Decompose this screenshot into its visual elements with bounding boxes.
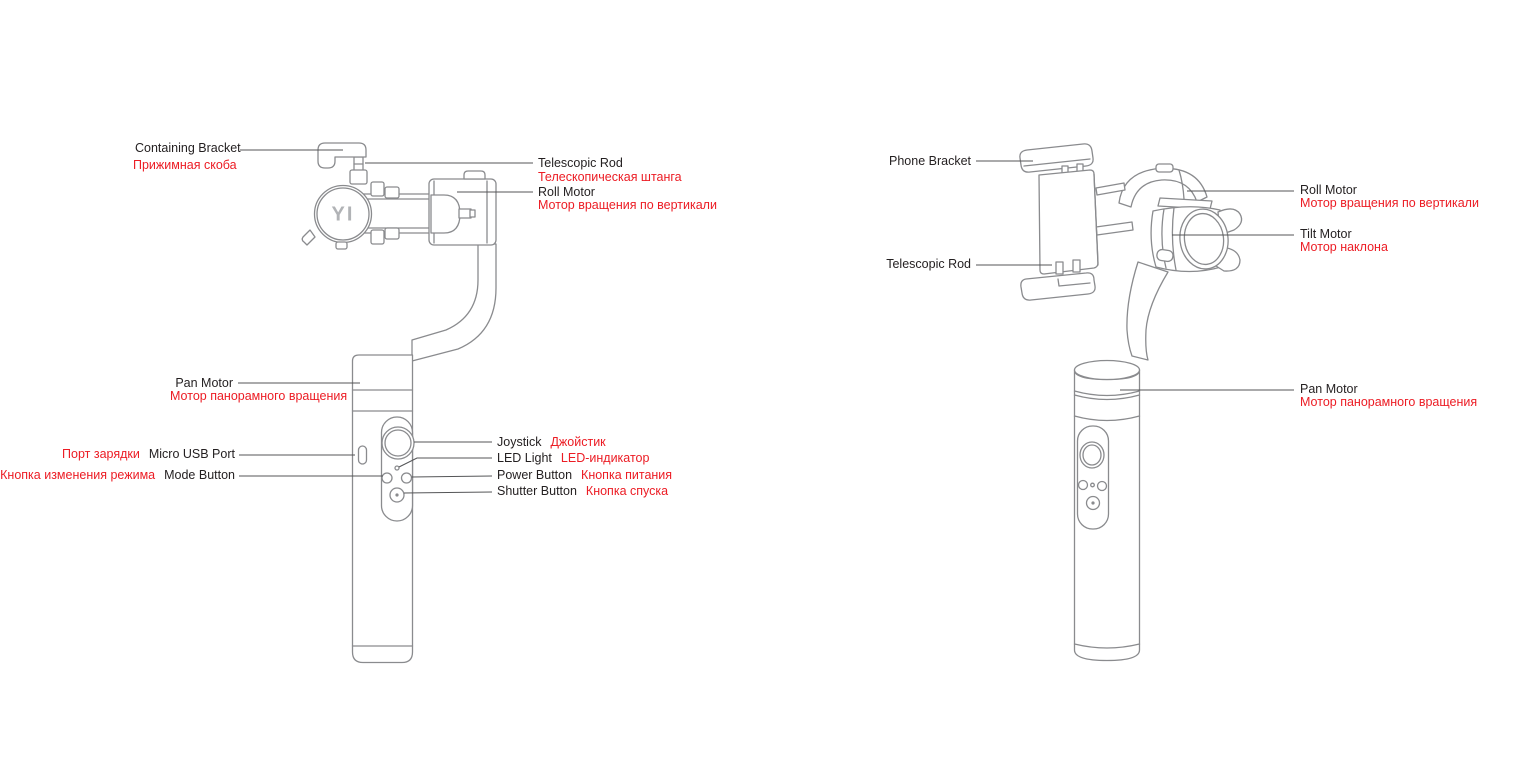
label-mode-button: Кнопка изменения режима Mode Button xyxy=(0,469,235,482)
left-pan-motor-bands xyxy=(351,389,414,647)
leader-power-button xyxy=(411,475,493,478)
left-gimbal-drawing xyxy=(301,142,497,664)
power-button-control[interactable] xyxy=(400,472,413,484)
label-roll-motor-right-ru: Мотор вращения по вертикали xyxy=(1300,196,1479,210)
left-roll-motor-pin xyxy=(458,208,472,219)
left-motor-tab xyxy=(335,241,348,250)
joystick-control[interactable] xyxy=(381,426,415,460)
label-joystick-en: Joystick xyxy=(497,435,542,449)
label-mode-button-en: Mode Button xyxy=(164,468,235,482)
label-containing-bracket-en: Containing Bracket xyxy=(135,141,241,155)
left-clamp-finger xyxy=(384,227,400,240)
left-roll-motor-bulge xyxy=(430,194,461,234)
led-light-dot xyxy=(1090,482,1095,488)
label-shutter-button-en: Shutter Button xyxy=(497,484,577,498)
label-telescopic-rod-left-ru: Телескопическая штанга xyxy=(538,170,682,184)
leader-shutter-button xyxy=(403,491,493,494)
yi-logo: YI xyxy=(331,203,355,226)
led-light-dot xyxy=(394,465,400,471)
label-micro-usb-port-en: Micro USB Port xyxy=(148,447,235,461)
mode-button-control[interactable] xyxy=(1077,479,1089,491)
label-joystick-ru: Джойстик xyxy=(550,435,606,449)
label-tilt-motor-ru: Мотор наклона xyxy=(1300,240,1388,254)
label-power-button-en: Power Button xyxy=(497,468,573,482)
power-button-control[interactable] xyxy=(1096,480,1108,492)
right-roll-motor xyxy=(1118,167,1208,208)
mode-button-control[interactable] xyxy=(381,472,393,484)
right-connecting-rod xyxy=(1095,182,1126,196)
label-pan-motor-right-en: Pan Motor xyxy=(1300,382,1358,396)
right-handle-top xyxy=(1073,359,1141,381)
label-power-button: Power Button Кнопка питания xyxy=(497,469,672,482)
left-arm xyxy=(411,243,497,362)
label-joystick: Joystick Джойстик xyxy=(497,436,606,449)
label-shutter-button-ru: Кнопка спуска xyxy=(585,484,669,498)
left-clamp-finger xyxy=(370,229,385,245)
label-phone-bracket-en: Phone Bracket xyxy=(889,154,971,168)
right-connecting-rod xyxy=(1095,221,1134,236)
leader-led-light xyxy=(398,457,492,468)
label-led-light-en: LED Light xyxy=(497,451,552,465)
label-tilt-motor-en: Tilt Motor xyxy=(1300,227,1352,241)
label-roll-motor-right-en: Roll Motor xyxy=(1300,183,1357,197)
label-telescopic-rod-left-en: Telescopic Rod xyxy=(538,156,623,170)
label-roll-motor-left-en: Roll Motor xyxy=(538,185,595,199)
right-arm xyxy=(1126,261,1169,361)
label-micro-usb-port: Порт зарядки Micro USB Port xyxy=(62,448,235,461)
joystick-control[interactable] xyxy=(1079,441,1105,469)
right-phone-plate xyxy=(1038,169,1099,275)
label-micro-usb-port-ru: Порт зарядки xyxy=(62,447,140,461)
label-pan-motor-right-ru: Мотор панорамного вращения xyxy=(1300,395,1478,409)
label-containing-bracket-ru: Прижимная скоба xyxy=(133,158,237,172)
right-pan-motor-bands xyxy=(1073,390,1141,649)
left-roll-motor-tab xyxy=(463,170,486,180)
right-bottom-clamp xyxy=(1020,272,1096,301)
left-motor-tab xyxy=(301,229,316,246)
label-mode-button-ru: Кнопка изменения режима xyxy=(0,468,156,482)
label-pan-motor-left-ru: Мотор панорамного вращения xyxy=(170,389,348,403)
label-led-light: LED Light LED-индикатор xyxy=(497,452,649,465)
left-clamp-finger xyxy=(384,186,400,199)
left-containing-bracket xyxy=(317,142,367,169)
label-shutter-button: Shutter Button Кнопка спуска xyxy=(497,485,668,498)
label-pan-motor-left-en: Pan Motor xyxy=(175,376,233,390)
leader-lines xyxy=(238,149,1294,494)
right-gimbal-drawing xyxy=(1019,143,1243,662)
right-tilt-motor-face xyxy=(1179,208,1229,270)
label-power-button-ru: Кнопка питания xyxy=(581,468,673,482)
label-led-light-ru: LED-индикатор xyxy=(560,451,650,465)
micro-usb-port-shape xyxy=(357,445,368,465)
label-telescopic-rod-right-en: Telescopic Rod xyxy=(886,257,971,271)
left-clamp-finger xyxy=(370,181,385,197)
label-roll-motor-left-ru: Мотор вращения по вертикали xyxy=(538,198,717,212)
